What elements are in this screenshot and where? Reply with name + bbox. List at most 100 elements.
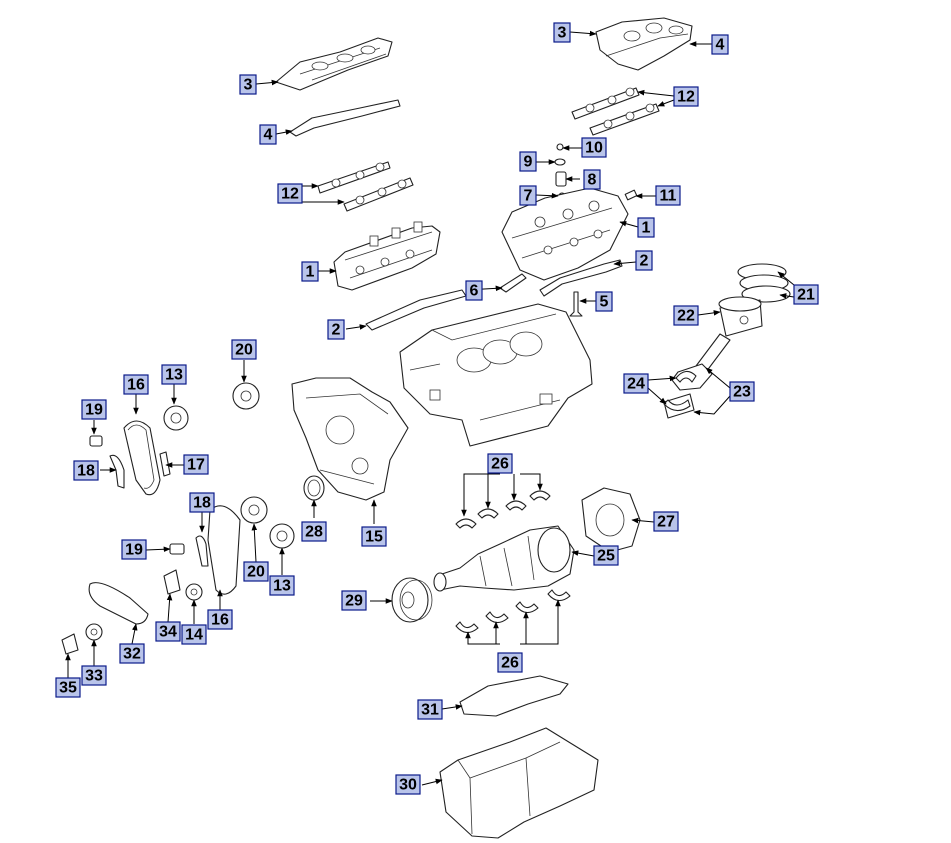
- callout-30: 30: [395, 774, 421, 795]
- callout-labels: 1 1 2 2 3 3 4 4 5 6 7 8 9 10 11 12 12 13…: [55, 22, 819, 795]
- callout-19-upper: 19: [81, 399, 107, 420]
- callout-26-lower: 26: [497, 652, 523, 673]
- callout-19-lower: 19: [121, 539, 147, 560]
- oil-pump-chain: [88, 582, 149, 625]
- callout-3-left: 3: [239, 74, 257, 95]
- svg-text:19: 19: [125, 542, 143, 559]
- svg-text:31: 31: [421, 702, 439, 719]
- callout-31: 31: [417, 699, 443, 720]
- svg-text:16: 16: [127, 377, 145, 394]
- callout-25: 25: [593, 545, 619, 566]
- svg-text:8: 8: [588, 172, 597, 189]
- chain-guide-upper-left: [109, 454, 125, 489]
- callout-29: 29: [341, 590, 367, 611]
- callout-5: 5: [595, 291, 613, 312]
- callout-16-lower: 16: [207, 609, 233, 630]
- oil-pump-tensioner: [61, 633, 79, 655]
- right-head-gasket: [539, 259, 623, 297]
- oil-pan-baffle: [459, 675, 569, 717]
- engine-block: [399, 303, 593, 447]
- crank-sprocket: [185, 583, 203, 601]
- callout-2-left-gasket: 2: [327, 319, 345, 340]
- main-bearings-upper: [455, 490, 551, 529]
- svg-text:1: 1: [642, 220, 651, 237]
- callout-4-left: 4: [259, 124, 277, 145]
- svg-text:23: 23: [733, 384, 751, 401]
- callout-35: 35: [55, 677, 81, 698]
- svg-text:3: 3: [558, 25, 567, 42]
- callout-34: 34: [155, 621, 181, 642]
- callout-13-lower: 13: [269, 575, 295, 596]
- callout-23: 23: [729, 381, 755, 402]
- callout-12-left: 12: [277, 183, 303, 204]
- chain-tensioner-upper: [89, 435, 103, 447]
- svg-text:18: 18: [193, 495, 211, 512]
- svg-text:11: 11: [660, 188, 677, 205]
- right-cylinder-head: [501, 187, 629, 281]
- svg-text:16: 16: [211, 612, 229, 629]
- left-valve-cover-gasket: [289, 99, 401, 137]
- callout-7: 7: [519, 185, 537, 206]
- exhaust-valve: [569, 291, 583, 317]
- callout-1-left: 1: [301, 261, 319, 282]
- svg-text:30: 30: [399, 777, 417, 794]
- callout-15: 15: [361, 526, 387, 547]
- left-cylinder-head: [333, 221, 441, 291]
- piston: [718, 296, 763, 337]
- svg-text:29: 29: [345, 593, 363, 610]
- intake-valve: [499, 273, 527, 293]
- left-head-gasket: [365, 289, 467, 331]
- crankshaft: [433, 525, 575, 592]
- svg-text:25: 25: [597, 548, 615, 565]
- callout-18-lower: 18: [189, 492, 215, 513]
- svg-text:12: 12: [281, 186, 299, 203]
- chain-guide-lower: [195, 535, 209, 567]
- svg-text:20: 20: [235, 342, 253, 359]
- svg-text:27: 27: [657, 514, 675, 531]
- timing-chain-upper: [123, 420, 161, 496]
- chain-tensioner-lower: [169, 543, 185, 555]
- cam-sprocket-lower-right: [269, 523, 295, 549]
- leader-lines: [65, 30, 795, 786]
- callout-14: 14: [181, 624, 207, 645]
- cam-sprocket-lower-center: [240, 496, 268, 524]
- callout-17: 17: [183, 454, 209, 475]
- callout-13-upper: 13: [161, 364, 187, 385]
- svg-text:4: 4: [264, 127, 273, 144]
- svg-text:19: 19: [85, 402, 103, 419]
- svg-text:26: 26: [501, 655, 519, 672]
- callout-20-upper: 20: [231, 339, 257, 360]
- svg-text:21: 21: [797, 287, 815, 304]
- svg-text:2: 2: [332, 322, 341, 339]
- main-bearings-lower: [455, 589, 571, 634]
- svg-text:6: 6: [470, 283, 479, 300]
- front-crank-seal: [303, 475, 325, 501]
- callout-3-right: 3: [553, 22, 571, 43]
- callout-32: 32: [119, 643, 145, 664]
- svg-text:3: 3: [244, 77, 253, 94]
- svg-text:20: 20: [247, 564, 265, 581]
- callout-4-right: 4: [711, 34, 729, 55]
- callout-10: 10: [581, 137, 607, 158]
- svg-text:22: 22: [677, 308, 695, 325]
- svg-text:12: 12: [677, 89, 695, 106]
- callout-27: 27: [653, 511, 679, 532]
- svg-text:18: 18: [77, 463, 95, 480]
- oil-pump-sprocket: [85, 623, 103, 641]
- timing-chain-lower: [207, 505, 241, 595]
- callout-8: 8: [583, 169, 601, 190]
- callout-12-right: 12: [673, 86, 699, 107]
- svg-text:15: 15: [365, 529, 383, 546]
- chain-guide-upper-right: [159, 451, 171, 477]
- cam-sprocket-upper-center: [232, 382, 260, 410]
- parts-drawing: [61, 17, 791, 839]
- callout-18-upper: 18: [73, 460, 99, 481]
- left-camshafts: [317, 161, 414, 212]
- svg-text:17: 17: [187, 457, 205, 474]
- cam-sprocket-upper-left: [163, 405, 189, 431]
- svg-text:13: 13: [273, 578, 291, 595]
- callout-24: 24: [623, 373, 649, 394]
- svg-text:10: 10: [585, 140, 603, 157]
- callout-11: 11: [655, 185, 681, 206]
- timing-cover: [291, 377, 409, 501]
